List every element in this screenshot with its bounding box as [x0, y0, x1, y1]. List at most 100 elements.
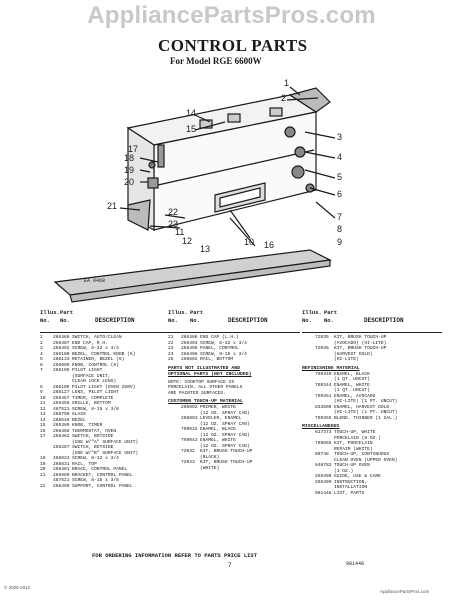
part-description: SCREW, 8-32 x 3/4 [200, 340, 247, 346]
parts-row: PORCELAIN (8 OZ.) [302, 436, 442, 442]
part-no-label: No. [190, 317, 200, 324]
part-description: (12 OZ. SPRAY CAN) [200, 432, 250, 438]
part-description: THERMOSTAT, OVEN [72, 428, 117, 434]
document-code: 981448 [346, 561, 365, 567]
part-number: 266502 [181, 357, 198, 362]
part-label: Part [60, 309, 74, 316]
part-description: KNOB, CONTROL (6) [72, 362, 119, 368]
part-number [181, 466, 200, 472]
part-description: PRIMER, WHITE [200, 405, 236, 410]
parts-row: (USE W/"B" SURFACE UNIT) [40, 451, 168, 457]
part-number: 266790 [53, 412, 70, 417]
part-description: (HI-LITE) (1 PT. UNCUT) [334, 399, 398, 404]
part-description: BEZEL [72, 417, 86, 423]
parts-row: (1 QT. UNCUT) [302, 377, 442, 383]
section-heading: MISCELLANEOUS [302, 424, 340, 429]
part-description: SCREW, 8-32 x 3/4 [72, 346, 119, 351]
part-description: KIT, BRUSH TOUCH-UP [200, 449, 253, 454]
no-label: No. [168, 317, 178, 324]
part-number: 266105 [53, 384, 70, 390]
part-number: 799340 [315, 371, 332, 377]
part-number: 799351 [315, 393, 332, 399]
callout-19: 19 [124, 165, 134, 175]
illus-number: 1 [40, 335, 43, 340]
illus-number: 23 [168, 346, 174, 351]
part-description: PILOT LIGHT (OVEN 250V) [72, 384, 136, 390]
illus-number: 17 [40, 434, 46, 439]
part-description: ENAMEL, WHITE [200, 438, 236, 443]
parts-row: (HI-LITE) (1 PT. UNCUT) [302, 410, 442, 416]
part-number: 266105 [53, 368, 70, 373]
callout-2: 2 [281, 93, 286, 103]
section-heading: REFINISHING MATERIAL [302, 365, 360, 371]
parts-row: (12 OZ. SPRAY CAN) [168, 422, 300, 428]
part-description: INSTALLATION [334, 485, 368, 490]
part-number: 72035 [315, 335, 329, 340]
part-number: 266488 [181, 335, 198, 340]
illus-number: 3 [40, 346, 43, 351]
part-description: BRACKET, CONTROL PANEL [72, 472, 133, 478]
illus-number: 5 [40, 357, 43, 362]
callout-5: 5 [337, 172, 342, 182]
part-number: 266490 [315, 474, 332, 479]
ordering-info: FOR ORDERING INFORMATION REFER TO PARTS … [92, 552, 258, 559]
illus-number: 21 [168, 335, 174, 340]
illus-number: 18 [40, 456, 46, 461]
copyright-left: © 2005-2012 [4, 585, 31, 590]
part-description: (SURFACE UNIT, [72, 373, 111, 379]
copyright-right: AppliancePartsPros.com [380, 589, 430, 594]
part-description: (HARVEST GOLD) [334, 351, 373, 357]
part-no-label: No. [324, 317, 334, 324]
part-number: 799344 [315, 382, 332, 388]
callout-21: 21 [107, 201, 117, 211]
part-number: 848782 [315, 463, 332, 468]
illus-number: 2 [40, 340, 43, 346]
part-description: TOUCH-UP OVEN [334, 463, 370, 468]
part-description: SCREW, 8-15 x 3/8 [72, 478, 119, 483]
part-number: 617373 [315, 430, 332, 435]
part-description: TOUCH-UP, WHITE [334, 430, 376, 435]
part-label: Part [324, 309, 338, 316]
part-description: ENAMEL, HARVEST GOLD [334, 404, 390, 410]
parts-row: (WHITE) [168, 466, 300, 472]
illus-label: Illus. [302, 309, 322, 316]
part-description: CLEAN OVEN (UPPER OVEN) [334, 457, 398, 463]
part-number: 206993 [181, 416, 198, 421]
part-description: PORCELAIN (8 OZ.) [334, 435, 381, 441]
part-description: (USE W/"A" SURFACE UNIT) [72, 439, 139, 445]
part-description: PILOT LIGHT [72, 368, 103, 373]
illus-number [168, 466, 181, 472]
part-description: (12 OZ. SPRAY CAN) [200, 443, 250, 449]
note-line: ARE PAINTED SURFACES. [168, 390, 226, 396]
part-label: Part [190, 309, 204, 316]
callout-1: 1 [284, 78, 289, 88]
illus-number [302, 416, 315, 422]
part-number: 265389 [53, 423, 70, 428]
parts-row: (12 OZ. SPRAY CAN) [168, 444, 300, 450]
part-number: 266287 [53, 445, 70, 450]
illus-number: 13 [40, 412, 46, 417]
part-number: 266462 [53, 434, 70, 439]
part-number: 487521 [53, 406, 70, 412]
illus-number: 4 [40, 351, 43, 357]
callout-10: 10 [244, 237, 254, 247]
